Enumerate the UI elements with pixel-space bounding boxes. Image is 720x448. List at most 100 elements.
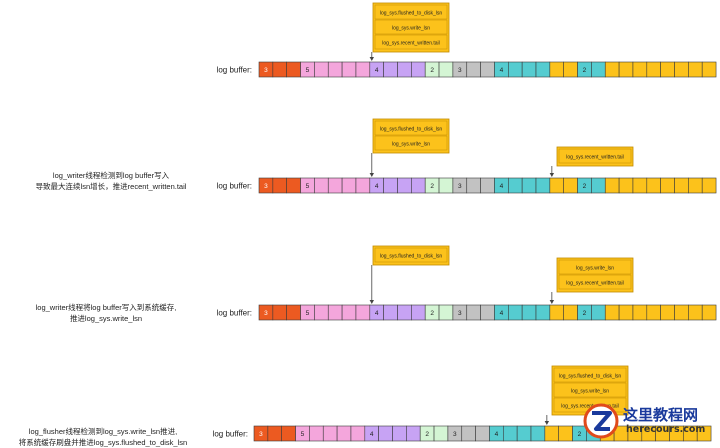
stage-4-pointer-row — [553, 382, 627, 398]
stage-3-buffer-cell — [549, 304, 564, 321]
stage-3-pointer-label: log_sys.write_lsn — [576, 265, 614, 271]
stage-2-arrow-head-icon — [549, 173, 555, 177]
stage-2-buffer-cell — [701, 177, 717, 194]
stage-3-caption: log_writer线程将log buffer写入到系统缓存, 推进log_sy… — [0, 302, 212, 324]
stage-2-cell-label: 2 — [430, 183, 434, 190]
stage-2-arrow-head-icon — [369, 173, 374, 177]
stage-3-buffer-cell — [272, 304, 288, 321]
stage-3-buffer-cell — [535, 304, 551, 321]
stage-4-arrow-head-icon — [544, 421, 550, 425]
stage-2-caption-line-2: 导致最大连续lsn增长，推进recent_written.tail — [35, 182, 187, 191]
stage-2-buffer-cell — [397, 177, 412, 194]
stage-4-pointer-label: log_sys.flushed_to_disk_lsn — [559, 373, 621, 379]
stage-1-buffer-cell — [618, 61, 634, 78]
stage-3-buffer-cell — [507, 304, 523, 321]
stage-2-buffer-cell — [674, 177, 689, 194]
stage-3-buffer-cell — [341, 304, 357, 321]
stage-3-buffer-cell — [604, 304, 620, 321]
stage-2-pointer-label: log_sys.flushed_to_disk_lsn — [380, 126, 442, 132]
stage-2-buffer-cell — [314, 177, 329, 194]
stage-2-caption: log_writer线程检测到log buffer写入 导致最大连续lsn增长，… — [2, 170, 220, 192]
stage-3-cell-label: 5 — [306, 310, 310, 317]
stage-3-cell-label: 4 — [500, 310, 504, 317]
stage-2-buffer-cell — [438, 177, 454, 194]
stage-2-buffer-cell — [632, 177, 648, 194]
stage-1-cell-label: 4 — [375, 67, 379, 74]
stage-1-buffer-cell — [411, 61, 426, 78]
stage-1-buffer-cell — [507, 61, 523, 78]
stage-4-buffer-cell — [281, 425, 296, 442]
stage-1-pointer-row — [374, 19, 448, 35]
stage-3-buffer-cell — [674, 304, 689, 321]
stage-1-buffer-cell — [327, 61, 343, 78]
stage-2-pointer-row — [374, 135, 448, 151]
stage-2-buffer-cell — [466, 177, 481, 194]
stage-4-buffer-cell — [322, 425, 338, 442]
stage-3-buffer-label: log buffer: — [217, 309, 252, 318]
stage-4-caption: log_flusher线程检测到log_sys.write_lsn推进, 将系统… — [0, 426, 206, 448]
stage-4-buffer-cell — [530, 425, 546, 442]
stage-3-buffer-cell — [646, 304, 661, 321]
stage-2-buffer-cell — [646, 177, 661, 194]
stage-2-buffer-cell — [604, 177, 620, 194]
stage-1-buffer-cell — [688, 61, 703, 78]
stage-1-buffer-cell — [355, 61, 371, 78]
stage-4-pointer-label: log_sys.write_lsn — [571, 388, 609, 394]
stage-2-pointer-label: log_sys.write_lsn — [392, 141, 430, 147]
stage-2-buffer-label: log buffer: — [217, 182, 252, 191]
stage-1-buffer-cell — [632, 61, 648, 78]
stage-4-buffer-cell — [558, 425, 573, 442]
stage-4-pointer-label: log_sys.recent_written.tail — [561, 403, 619, 409]
stage-1-buffer-cell — [341, 61, 357, 78]
stage-2-buffer-cell — [383, 177, 398, 194]
stage-3-buffer-cell — [618, 304, 634, 321]
stage-4-buffer-cell — [378, 425, 393, 442]
stage-2-cell-label: 3 — [458, 183, 462, 190]
stage-3-cell-label: 3 — [264, 310, 268, 317]
stage-3-buffer-cell — [327, 304, 343, 321]
stage-4-buffer-cell — [475, 425, 490, 442]
stage-4-cell-label: 4 — [370, 431, 374, 438]
stage-1-buffer-cell — [701, 61, 717, 78]
stage-2-pointer-row — [558, 148, 632, 164]
stage-2-pointer-label: log_sys.recent_written.tail — [566, 154, 624, 160]
stage-3-buffer-cell — [383, 304, 398, 321]
stage-4-buffer-cell — [433, 425, 449, 442]
stage-1-buffer-cell — [591, 61, 606, 78]
stage-2-cell-label: 5 — [306, 183, 310, 190]
stage-1-buffer-cell — [521, 61, 537, 78]
stage-4-cell-label: 2 — [578, 431, 582, 438]
stage-2-buffer-cell — [535, 177, 551, 194]
stage-4-buffer-cell — [336, 425, 352, 442]
stage-1-buffer-cell — [314, 61, 329, 78]
stage-1-cell-label: 3 — [458, 67, 462, 74]
stage-1-pointer-label: log_sys.write_lsn — [392, 25, 430, 31]
stage-2-pointer-row — [374, 120, 448, 136]
stage-3-pointer-row — [558, 274, 632, 290]
stage-4-pointer-row — [553, 367, 627, 383]
stage-3-arrow-head-icon — [369, 300, 374, 304]
stage-4-buffer-cell — [350, 425, 366, 442]
stage-1-cell-label: 2 — [430, 67, 434, 74]
stage-2-buffer-cell — [272, 177, 288, 194]
stage-2-buffer-cell — [286, 177, 301, 194]
stage-1-buffer-cell — [646, 61, 661, 78]
stage-2-buffer-cell — [411, 177, 426, 194]
stage-1-buffer-cell — [535, 61, 551, 78]
stage-1-pointer-row — [374, 34, 448, 50]
stage-2-cell-label: 4 — [375, 183, 379, 190]
stage-4-buffer-label: log buffer: — [213, 430, 248, 439]
stage-3-pointer-row — [374, 247, 448, 263]
stage-2-buffer-cell — [507, 177, 523, 194]
stage-2-buffer-cell — [521, 177, 537, 194]
stage-1-cell-label: 3 — [264, 67, 268, 74]
stage-4-caption-line-1: log_flusher线程检测到log_sys.write_lsn推进, — [28, 427, 178, 436]
stage-3-buffer-cell — [314, 304, 329, 321]
watermark-logo-icon — [583, 403, 619, 439]
stage-4-cell-label: 4 — [495, 431, 499, 438]
stage-1-buffer-cell — [674, 61, 689, 78]
stage-3-buffer-cell — [438, 304, 454, 321]
stage-1-buffer-label: log buffer: — [217, 66, 252, 75]
stage-3-caption-line-2: 推进log_sys.write_lsn — [69, 314, 143, 323]
